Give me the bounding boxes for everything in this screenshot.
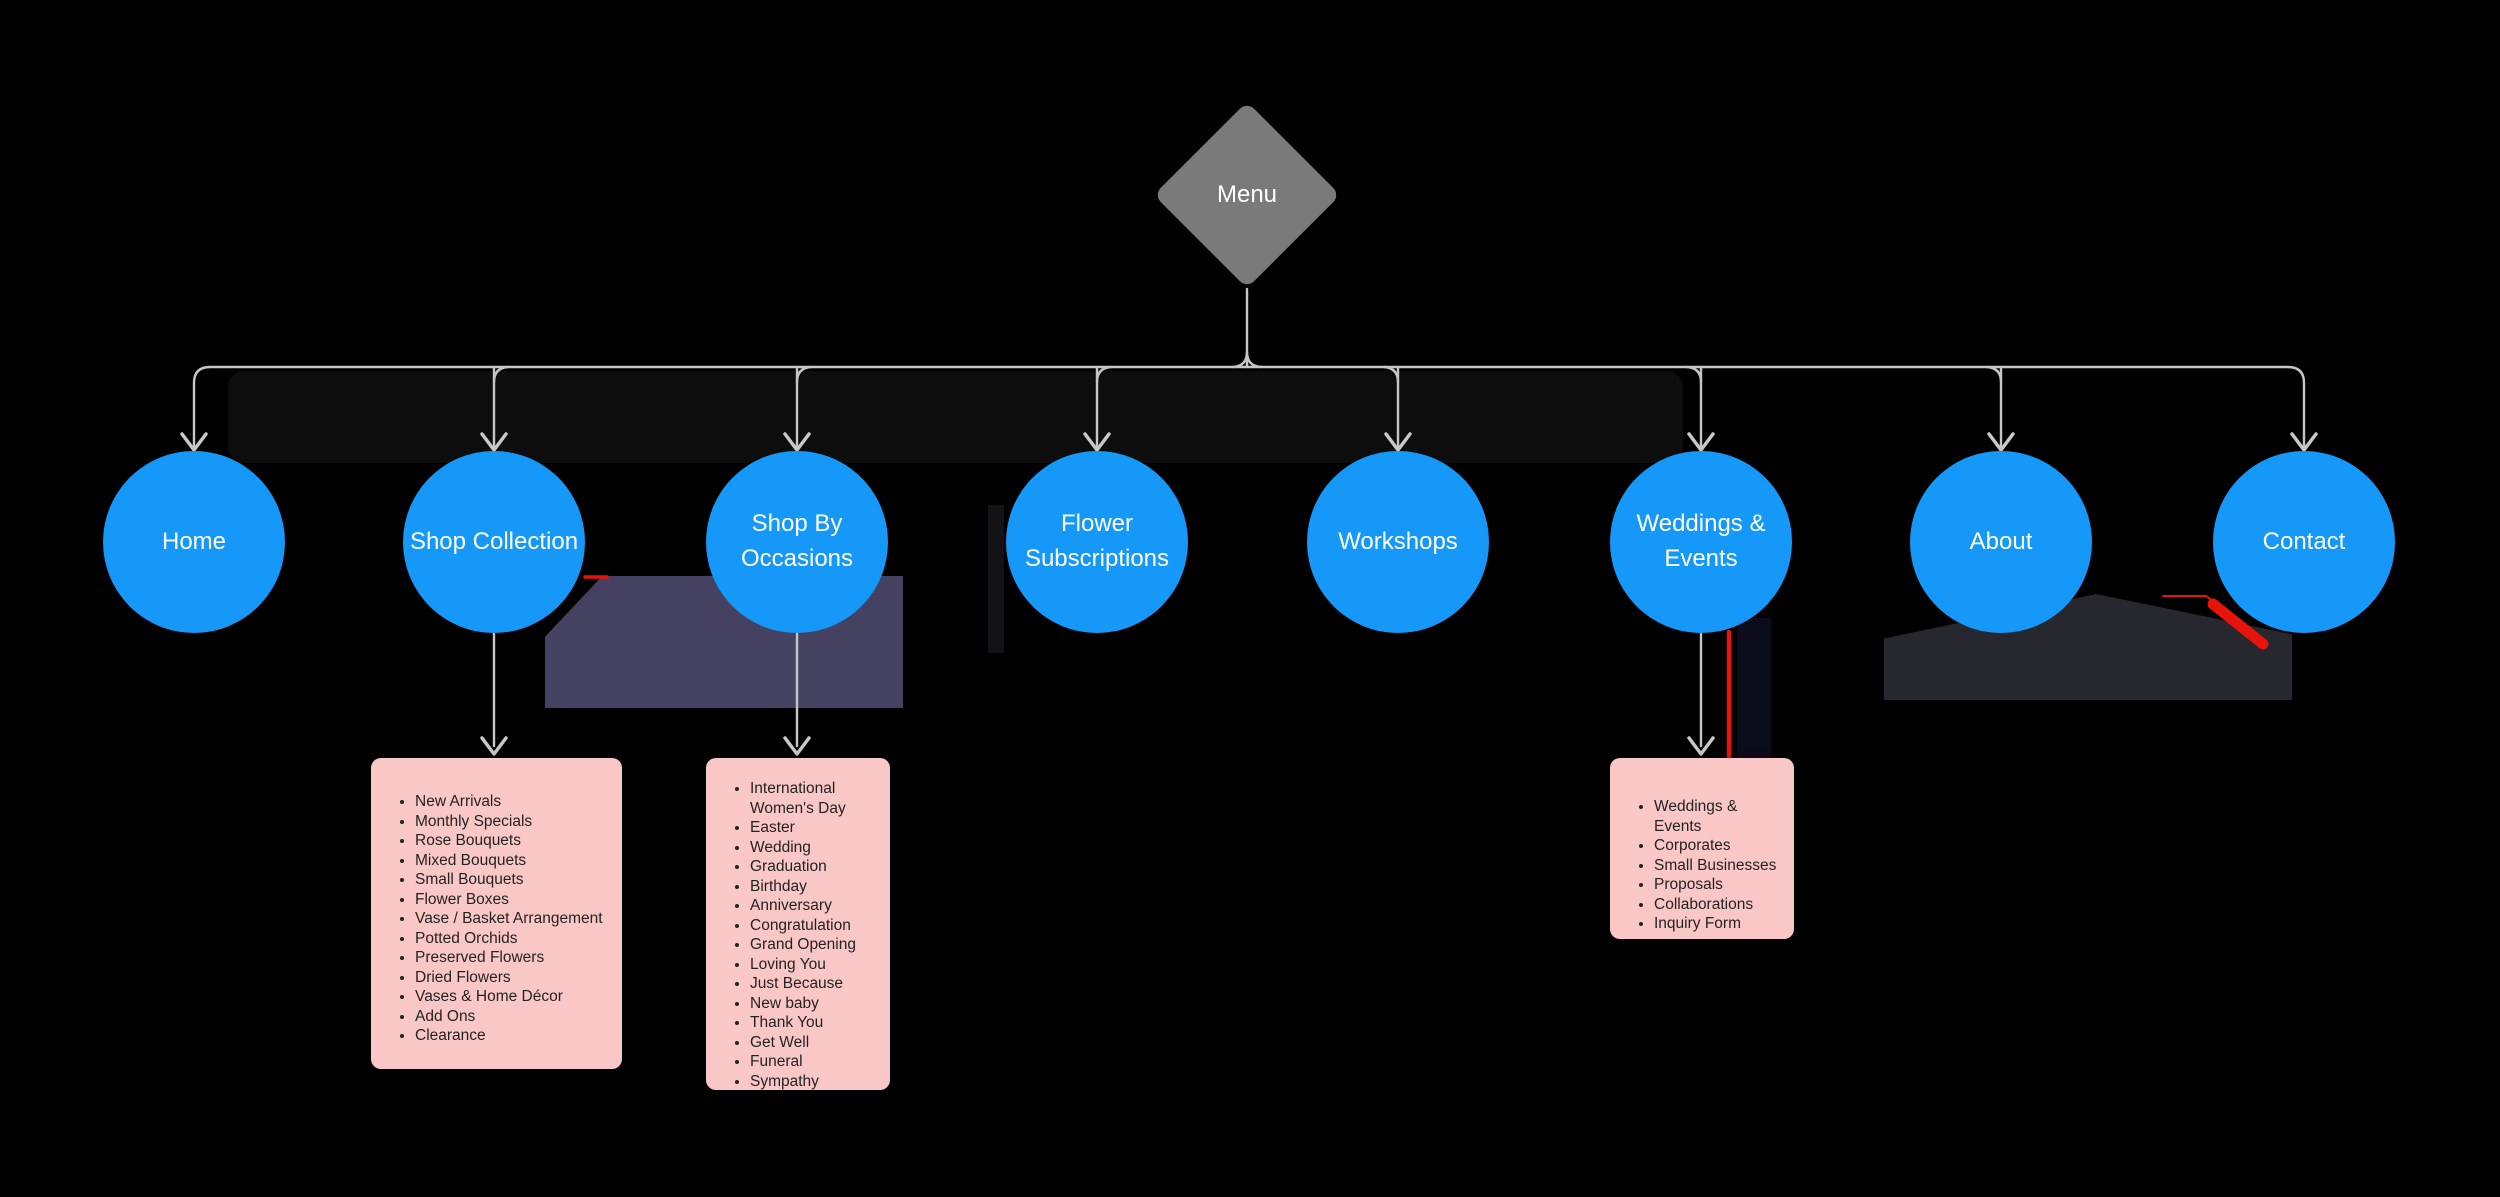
node-label: Flower Subscriptions (1024, 510, 1170, 572)
submenu-item: Loving You (750, 955, 882, 975)
submenu-item: Clearance (415, 1026, 614, 1046)
node-home[interactable]: Home (103, 451, 285, 633)
background-panel-navy (1737, 618, 1771, 758)
node-shop-by-occasions[interactable]: Shop By Occasions (706, 451, 888, 633)
submenu-item: Graduation (750, 857, 882, 877)
submenu-item: Vase / Basket Arrangement (415, 909, 614, 929)
node-label: Home (161, 527, 227, 555)
submenu-item: Small Businesses (1654, 856, 1786, 876)
submenu-item: Add Ons (415, 1007, 614, 1027)
connector-lines (192, 287, 2306, 748)
submenu-item: Congratulation (750, 916, 882, 936)
submenu-shop-collection[interactable]: New ArrivalsMonthly SpecialsRose Bouquet… (371, 758, 622, 1069)
submenu-item: New Arrivals (415, 792, 614, 812)
node-shop-collection[interactable]: Shop Collection (403, 451, 585, 633)
submenu-item: Mixed Bouquets (415, 851, 614, 871)
submenu-item: Get Well (750, 1033, 882, 1053)
submenu-weddings-events[interactable]: Weddings & EventsCorporatesSmall Busines… (1610, 758, 1794, 939)
node-contact[interactable]: Contact (2213, 451, 2395, 633)
submenu-item: Potted Orchids (415, 929, 614, 949)
node-workshops[interactable]: Workshops (1307, 451, 1489, 633)
node-label: Contact (2262, 527, 2346, 555)
submenu-item: Collaborations (1654, 895, 1786, 915)
submenu-item: New baby (750, 994, 882, 1014)
red-marker-annotations (583, 575, 2269, 760)
submenu-item: Small Bouquets (415, 870, 614, 890)
submenu-item: Sympathy (750, 1072, 882, 1092)
background-panel-bar (988, 505, 1004, 653)
submenu-item: Preserved Flowers (415, 948, 614, 968)
submenu-item: Anniversary (750, 896, 882, 916)
node-about[interactable]: About (1910, 451, 2092, 633)
submenu-item: Wedding (750, 838, 882, 858)
node-label: Shop Collection (409, 527, 579, 555)
submenu-list: International Women's DayEasterWeddingGr… (706, 779, 890, 1091)
submenu-item: Funeral (750, 1052, 882, 1072)
submenu-item: Corporates (1654, 836, 1786, 856)
submenu-item: Thank You (750, 1013, 882, 1033)
arrowheads (180, 432, 2318, 756)
submenu-item: Just Because (750, 974, 882, 994)
submenu-item: Vases & Home Décor (415, 987, 614, 1007)
submenu-list: Weddings & EventsCorporatesSmall Busines… (1610, 797, 1794, 934)
node-label: Workshops (1338, 527, 1458, 555)
submenu-item: Rose Bouquets (415, 831, 614, 851)
submenu-item: Weddings & Events (1654, 797, 1786, 836)
submenu-list: New ArrivalsMonthly SpecialsRose Bouquet… (371, 792, 622, 1046)
node-label: Menu (1216, 180, 1278, 208)
submenu-item: Dried Flowers (415, 968, 614, 988)
node-label: About (1969, 527, 2033, 555)
submenu-item: Easter (750, 818, 882, 838)
submenu-item: Flower Boxes (415, 890, 614, 910)
submenu-item: Proposals (1654, 875, 1786, 895)
node-weddings-events[interactable]: Weddings & Events (1610, 451, 1792, 633)
node-label: Weddings & Events (1636, 510, 1766, 572)
submenu-item: Inquiry Form (1654, 914, 1786, 934)
submenu-item: Birthday (750, 877, 882, 897)
submenu-item: Grand Opening (750, 935, 882, 955)
node-flower-subscriptions[interactable]: Flower Subscriptions (1006, 451, 1188, 633)
submenu-shop-by-occasions[interactable]: International Women's DayEasterWeddingGr… (706, 758, 890, 1090)
submenu-item: Monthly Specials (415, 812, 614, 832)
submenu-item: International Women's Day (750, 779, 882, 818)
node-label: Shop By Occasions (740, 510, 854, 572)
background-panel-bus (228, 371, 1683, 463)
